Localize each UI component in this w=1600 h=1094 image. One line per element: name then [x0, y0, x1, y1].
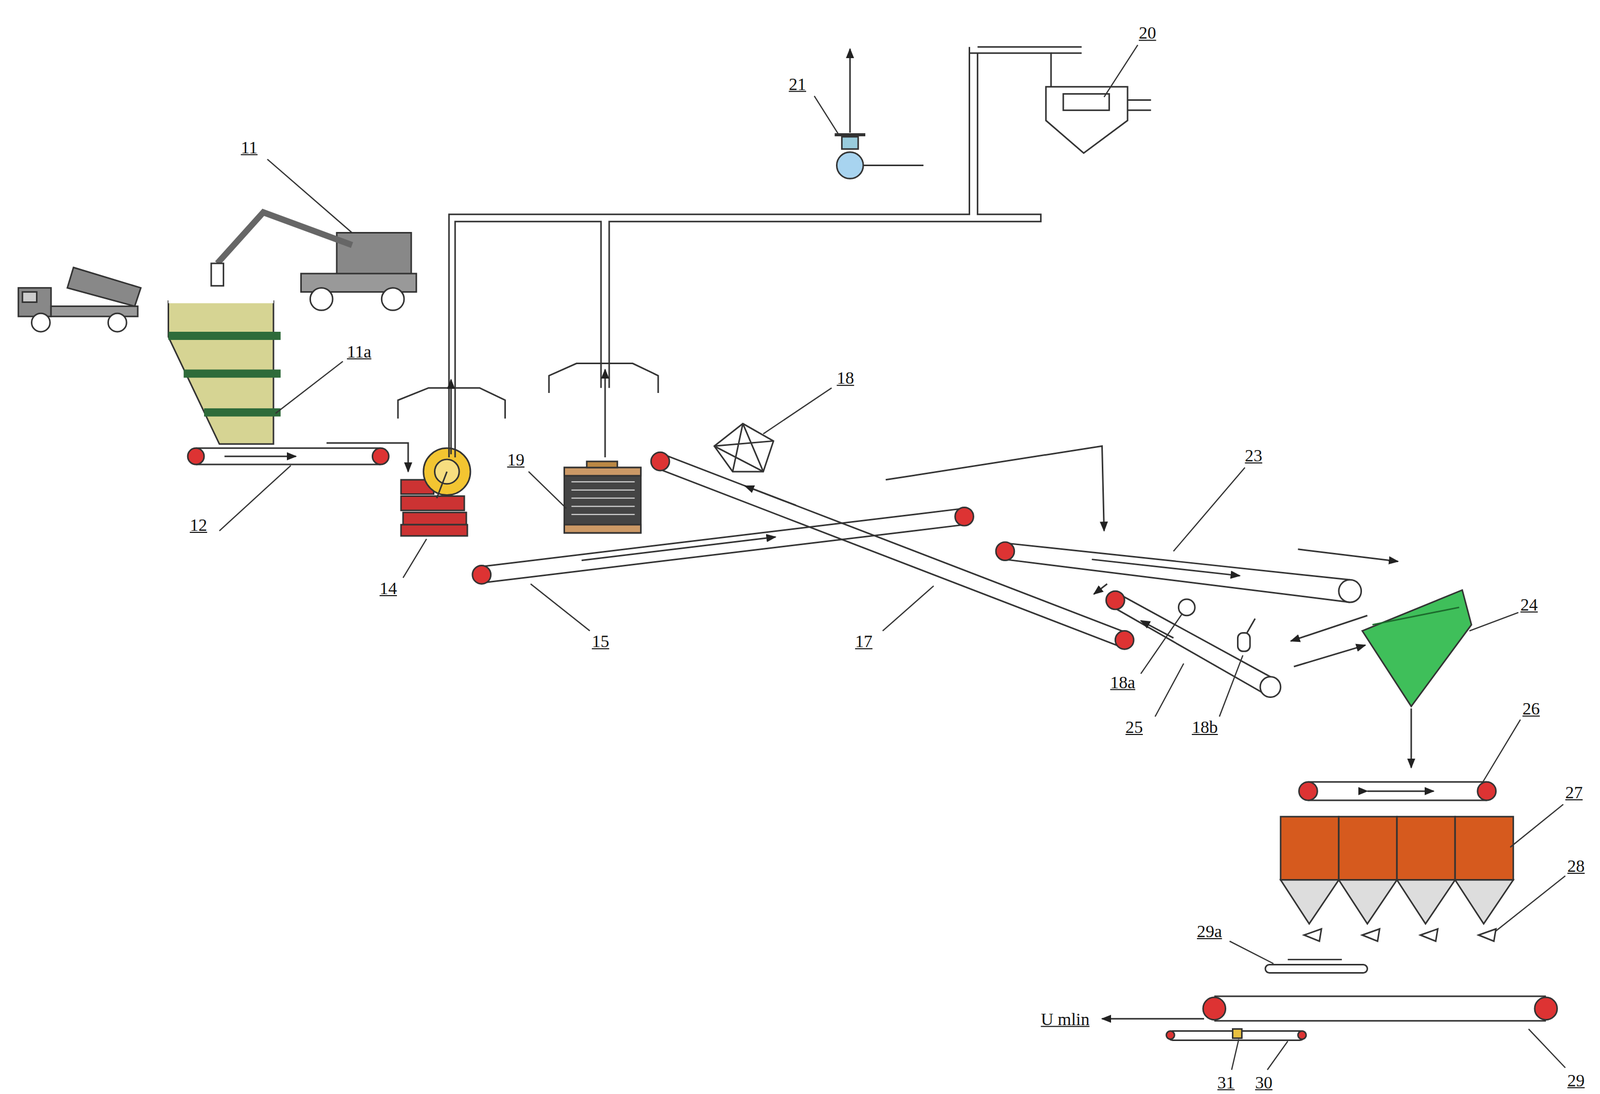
- callout-number: 30: [1255, 1073, 1273, 1092]
- dust-ducts: [397, 46, 1082, 458]
- conveyor-29: [1101, 995, 1557, 1021]
- leader-lines: [219, 44, 1566, 1070]
- callout-number: 23: [1244, 446, 1263, 465]
- storage-bins: [1280, 816, 1514, 941]
- callout-number: 26: [1522, 700, 1540, 718]
- callout-number: 31: [1217, 1073, 1235, 1092]
- conveyor-26: [1299, 781, 1497, 800]
- callout-number: 29a: [1196, 922, 1223, 940]
- callout-number: 12: [189, 516, 208, 534]
- callout-number: 18a: [1110, 673, 1136, 692]
- sensor-18a: [1178, 598, 1195, 616]
- callout-number: U mlin: [1040, 1010, 1090, 1028]
- callout-number: 20: [1138, 24, 1157, 43]
- callout-number: 28: [1567, 857, 1585, 875]
- callout-number: 29: [1567, 1071, 1585, 1089]
- callout-number: 27: [1565, 783, 1584, 802]
- callout-number: 18b: [1191, 718, 1218, 736]
- feed-hopper: [168, 300, 281, 444]
- separator: [1362, 589, 1472, 706]
- callout-number: 24: [1520, 595, 1538, 614]
- conveyor-12: [187, 442, 409, 472]
- screen: [564, 461, 642, 533]
- conveyor-29a: [1265, 959, 1368, 973]
- conveyor-30: [1166, 1028, 1307, 1041]
- callout-number: 11a: [347, 342, 372, 361]
- sensor-18b: [1237, 618, 1256, 652]
- callout-number: 25: [1125, 718, 1143, 736]
- conveyor-17: [650, 451, 1134, 649]
- callout-number: 17: [855, 632, 873, 651]
- dump-truck: [18, 267, 141, 332]
- callout-number: 15: [591, 632, 610, 651]
- callout-number: 18: [836, 369, 854, 387]
- exhaust-fan: [834, 48, 924, 179]
- conveyor-23: [995, 541, 1362, 603]
- callout-number: 19: [506, 450, 525, 469]
- magnetic-separator: [714, 423, 774, 472]
- callout-number: 14: [379, 579, 397, 597]
- conveyor-25: [1094, 583, 1281, 697]
- flow-arrow: [885, 445, 1105, 531]
- callout-number: 21: [788, 75, 807, 94]
- excavator: [211, 212, 417, 311]
- cyclone: [1045, 86, 1151, 154]
- crusher: [401, 447, 471, 536]
- callout-number: 11: [240, 138, 258, 157]
